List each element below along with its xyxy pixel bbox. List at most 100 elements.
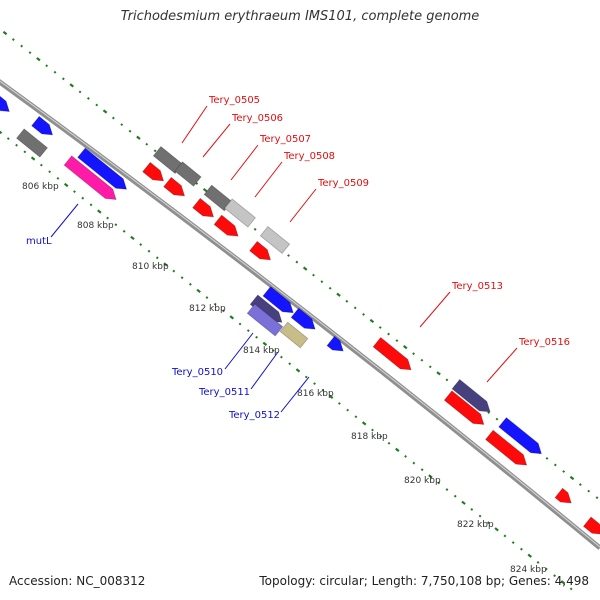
tick-mark [128,129,132,133]
tick-mark [487,411,491,414]
tick-mark [202,187,208,193]
gene-label-leader [50,203,79,238]
tick-mark [336,292,341,297]
tick-mark [395,447,400,452]
gene-feature-arrow [224,198,256,228]
tick-mark [587,489,591,493]
tick-mark [28,51,32,55]
tick-mark [470,508,474,511]
tick-mark [345,299,349,303]
tick-mark [328,286,332,290]
genome-summary: Topology: circular; Length: 7,750,108 bp… [259,574,589,588]
gene-label: Tery_0512 [228,410,280,421]
gene-feature-arrow [77,147,128,190]
tick-mark [304,375,308,379]
tick-mark [111,116,115,120]
tick-mark [63,182,69,188]
gene-label: Tery_0505 [208,95,260,106]
tick-mark [361,421,367,426]
tick-mark [578,483,582,486]
gene-label-leader [181,105,208,144]
gene-label: Tery_0511 [198,387,250,398]
gene-feature-arrow [163,176,186,197]
tick-mark [195,182,199,185]
tick-mark [461,500,466,505]
tick-mark [78,90,82,94]
gene-feature-arrow [0,91,10,113]
tick-mark [262,341,268,347]
tick-mark [313,382,316,386]
tick-mark [39,163,43,167]
tick-mark [478,514,482,518]
gene-label-leader [280,376,310,413]
tick-mark [553,574,556,578]
gene-feature-arrow [554,487,572,504]
tick-mark [560,580,566,585]
tick-mark [412,461,416,465]
tick-mark [553,463,557,467]
tick-mark [102,109,108,114]
tick-mark [155,256,159,260]
kbp-scale-label: 822 kbp [457,520,494,530]
kbp-scale-label: 806 kbp [22,182,59,192]
tick-mark [595,496,599,500]
tick-mark [287,254,290,257]
tick-mark [53,70,57,74]
gene-label-leader [419,291,451,328]
gene-feature-arrow [213,214,239,237]
gene-feature-arrow [31,115,54,136]
tick-mark [387,441,391,445]
tick-mark [147,249,151,253]
tick-mark [271,349,275,352]
tick-mark [288,362,292,366]
gene-feature-arrow [262,286,294,314]
gene-label-leader [289,188,317,223]
gene-label-leader [250,351,279,390]
gene-feature-arrow [249,240,272,261]
tick-mark [255,335,258,339]
tick-mark [562,470,566,473]
gene-label: Tery_0509 [317,178,369,189]
gene-label: Tery_0508 [283,151,335,162]
backbone [0,79,600,550]
tick-mark [295,260,299,264]
kbp-scale-label: 814 kbp [243,346,280,356]
tick-mark [346,408,350,412]
tick-mark [229,315,235,320]
tick-mark [354,415,358,419]
gene-feature-arrow [203,184,233,212]
gene-feature-arrow [16,128,48,158]
gene-feature-arrow [582,516,600,535]
tick-mark [371,428,374,432]
tick-mark [81,196,85,200]
tick-mark [136,135,141,140]
tick-mark [11,38,15,41]
tick-mark [213,302,217,306]
tick-mark [15,143,18,147]
gene-label: Tery_0510 [171,367,223,378]
backbone-highlight [0,80,600,548]
tick-mark [445,488,449,491]
tick-mark [369,318,375,324]
tick-mark [238,322,242,326]
tick-mark [153,149,157,153]
tick-mark [527,553,532,558]
kbp-scale-label: 816 kbp [297,389,334,399]
tick-mark [495,417,499,421]
gene-feature-arrow [192,197,215,218]
tick-mark [436,371,441,376]
tick-mark [312,273,315,277]
tick-mark [353,306,357,310]
tick-mark [569,587,573,591]
gene-label: Tery_0513 [451,281,503,292]
kbp-scale-label: 824 kbp [510,565,547,575]
kbp-scale-label: 820 kbp [404,476,441,486]
tick-mark [280,355,283,359]
tick-mark [362,313,365,316]
gene-feature-arrow [279,321,309,349]
tick-mark [145,142,149,146]
gene-feature-arrow [372,336,412,371]
tick-mark [56,176,60,180]
tick-mark [412,352,415,356]
tick-mark [428,474,433,479]
